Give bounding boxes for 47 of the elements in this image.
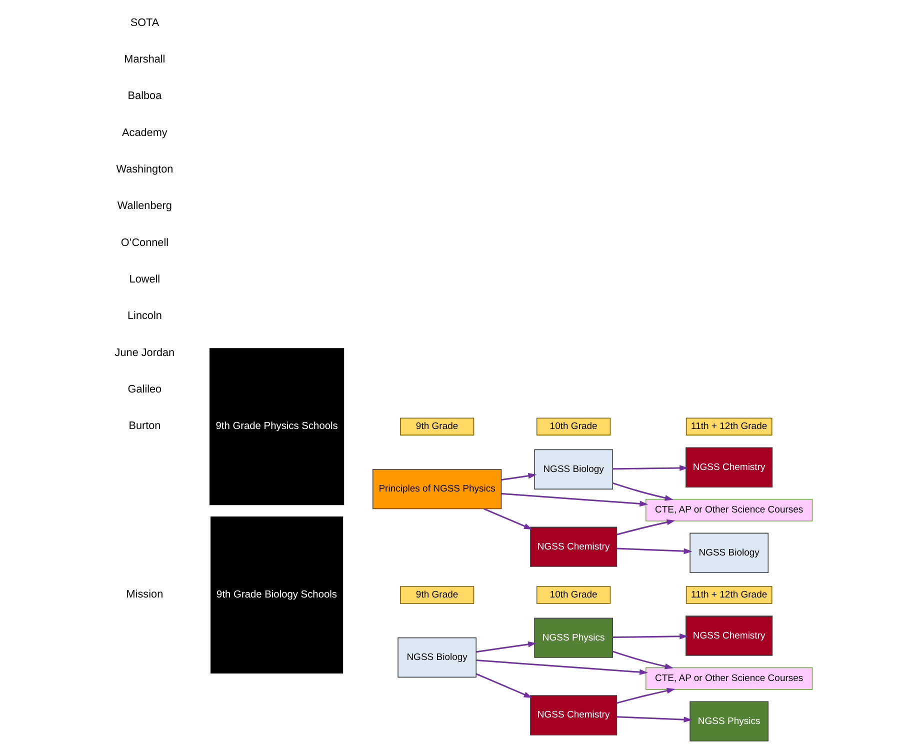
node-box: 9th Grade	[400, 418, 474, 436]
arrow	[612, 482, 673, 501]
arrow	[476, 641, 536, 653]
node-box: CTE, AP or Other Science Courses	[645, 667, 812, 690]
arrow	[483, 508, 532, 530]
label: June Jordan	[114, 346, 174, 359]
label: Lowell	[128, 273, 160, 286]
node-box: NGSS Physics	[534, 618, 613, 658]
arrow	[616, 688, 675, 704]
label: Balboa	[127, 90, 162, 102]
node-box: Principles of NGSS Physics	[372, 468, 502, 510]
label: Burton	[128, 420, 160, 432]
label: Wallenberg	[116, 200, 172, 212]
arrow	[612, 633, 688, 640]
label: Washington	[116, 163, 173, 176]
label: Galileo	[127, 384, 162, 396]
node-box: NGSS Chemistry	[530, 695, 617, 736]
node-box: NGSS Biology	[534, 449, 613, 490]
node-box: NGSS Physics	[689, 701, 768, 742]
node-box: 9th Grade Physics Schools	[209, 348, 344, 506]
node-box: CTE, AP or Other Science Courses	[645, 498, 812, 522]
node-box: 9th Grade	[400, 586, 474, 604]
label: Marshall	[124, 53, 165, 66]
label: Mission	[126, 588, 163, 601]
arrow	[616, 548, 692, 554]
label: SOTA	[130, 16, 159, 29]
label: Lincoln	[127, 310, 162, 322]
node-box: 10th Grade	[536, 586, 610, 604]
arrow	[476, 660, 648, 676]
arrow	[616, 519, 675, 536]
label: Academy	[122, 126, 167, 139]
arrow	[476, 673, 532, 698]
node-box: NGSS Chemistry	[530, 526, 617, 567]
node-box: NGSS Chemistry	[685, 616, 772, 656]
node-box: 10th Grade	[536, 418, 610, 436]
node-box: NGSS Biology	[689, 532, 768, 574]
node-box: NGSS Chemistry	[685, 447, 772, 488]
arrow	[612, 465, 688, 471]
node-box: 9th Grade Biology Schools	[210, 516, 343, 674]
node-box: 11th + 12th Grade	[685, 586, 772, 604]
arrow	[500, 472, 536, 481]
arrow	[616, 716, 692, 723]
node-box: 11th + 12th Grade	[685, 418, 772, 436]
arrow	[500, 492, 648, 507]
label: O’Connell	[120, 236, 168, 249]
node-box: NGSS Biology	[397, 637, 476, 678]
arrow	[612, 650, 673, 670]
